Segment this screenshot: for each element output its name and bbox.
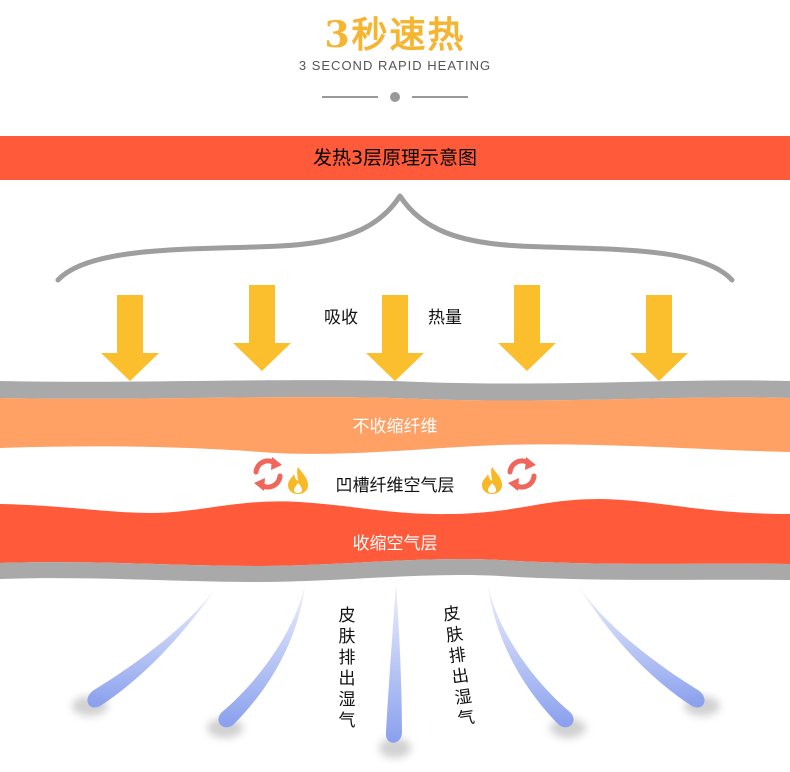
bottom-fabric-band — [0, 559, 790, 582]
divider-dot — [390, 92, 400, 102]
down-arrow — [366, 295, 424, 381]
top-fabric-band — [0, 380, 790, 401]
non-shrink-fiber-layer — [0, 397, 790, 454]
moisture-streak — [218, 585, 305, 728]
groove-air-layer-label: 凹槽纤维空气层 — [335, 476, 455, 496]
non-shrink-fiber-label: 不收缩纤维 — [352, 417, 438, 437]
page-title: 3秒速热 — [324, 14, 466, 56]
shrink-air-layer — [0, 499, 790, 566]
flame-icon — [482, 467, 502, 494]
down-arrow — [101, 295, 159, 381]
flame-icon — [288, 467, 308, 494]
page-subtitle: 3 SECOND RAPID HEATING — [298, 58, 492, 73]
diagram-banner: 发热3层原理示意图 — [0, 136, 790, 180]
moisture-streaks — [87, 583, 705, 743]
moisture-streak — [385, 583, 402, 743]
moisture-streak — [87, 585, 218, 708]
heat-label: 热量 — [428, 308, 462, 328]
absorb-arrows — [101, 285, 688, 381]
shrink-air-layer-label: 收缩空气层 — [352, 534, 438, 554]
moisture-streak — [488, 585, 574, 728]
absorb-label: 吸收 — [324, 308, 358, 328]
cycle-arrows-icon — [253, 457, 283, 491]
cycle-arrows-icon — [507, 457, 537, 491]
moisture-label: 皮肤排出湿气 — [338, 606, 356, 731]
down-arrow — [233, 285, 291, 371]
down-arrow — [498, 285, 556, 371]
down-arrow — [630, 295, 688, 381]
moisture-streak — [578, 585, 705, 708]
brace — [55, 193, 735, 283]
